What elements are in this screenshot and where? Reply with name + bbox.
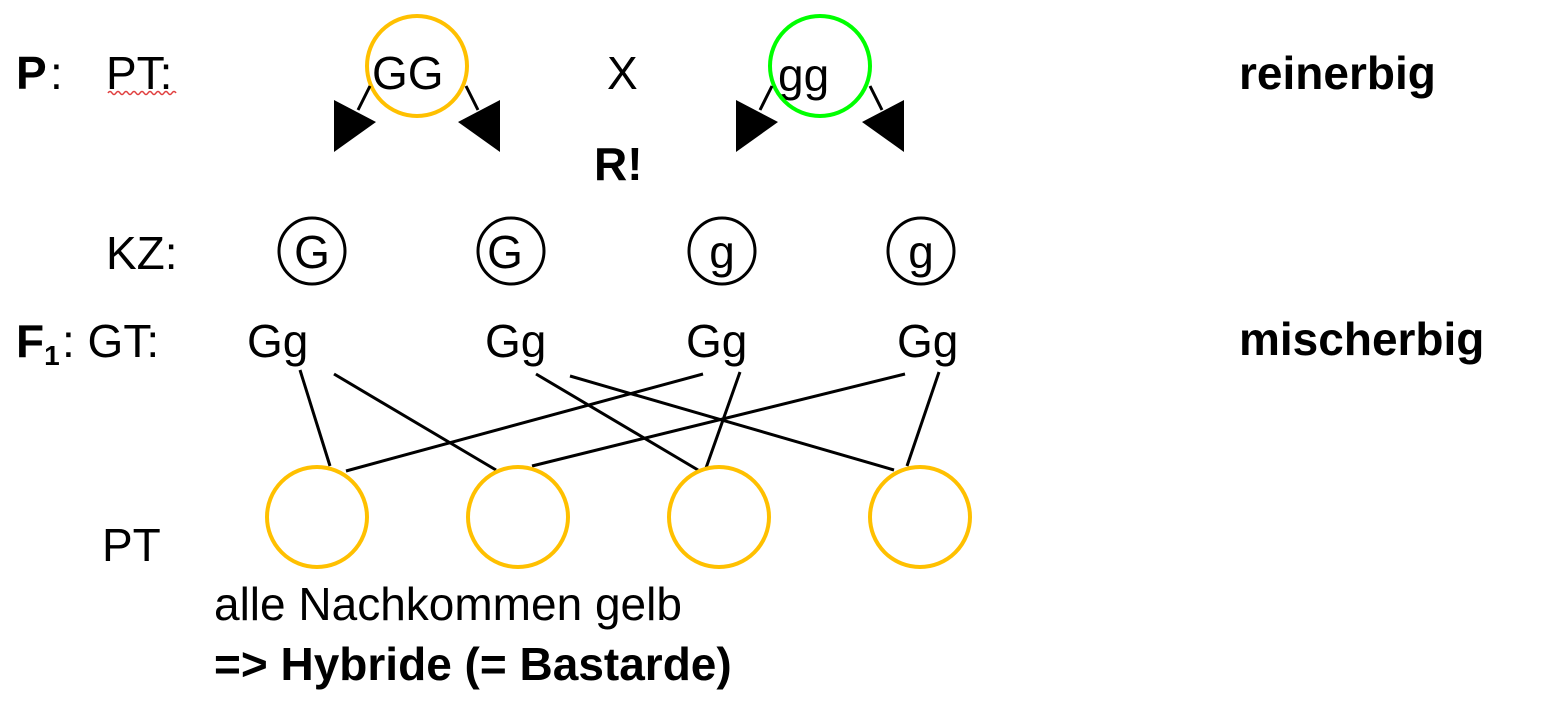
parent-left-arrowhead-left — [334, 100, 376, 152]
cross-line — [569, 374, 895, 472]
conclusion-line-1: alle Nachkommen gelb — [214, 578, 682, 630]
parent-right-arrowhead-left — [736, 100, 778, 152]
f1-gt-label: : GT: — [62, 315, 159, 367]
offspring-circle-4 — [868, 465, 972, 569]
parent-right-arrowhead-right — [862, 100, 904, 152]
pt-label: PT: — [106, 47, 172, 99]
gamete-1: G — [277, 216, 347, 286]
parent-left-arrowhead-right — [458, 100, 500, 152]
gamete-4-label: g — [908, 226, 934, 278]
cross-line — [905, 371, 941, 467]
parent-left-arrow-line-right — [464, 85, 480, 111]
gamete-4: g — [886, 216, 956, 286]
parent-left-genotype: GG — [372, 47, 444, 99]
f1-genotype-1: Gg — [247, 315, 308, 367]
annotation-mischerbig: mischerbig — [1239, 313, 1484, 365]
pt-bottom-label: PT — [102, 519, 161, 571]
cross-line — [333, 372, 497, 472]
cross-lines — [298, 369, 941, 473]
parent-left-arrow-line-left — [356, 85, 372, 111]
p-label: P — [16, 47, 47, 99]
cross-line — [345, 372, 704, 473]
f1-label: F1 : GT: — [16, 315, 159, 371]
cross-line — [531, 372, 906, 468]
cross-line — [298, 369, 332, 467]
note-r: R! — [594, 138, 643, 190]
gamete-3-label: g — [709, 226, 735, 278]
parent-left-circle — [365, 14, 469, 118]
p-colon: : — [50, 47, 63, 99]
gamete-3: g — [687, 216, 757, 286]
kz-label: KZ: — [106, 227, 178, 279]
offspring-circle-1 — [265, 465, 369, 569]
parent-right-circle — [768, 14, 872, 118]
f1-genotype-4: Gg — [897, 315, 958, 367]
f1-letter: F — [16, 315, 44, 367]
conclusion-line-2: => Hybride (= Bastarde) — [214, 638, 732, 690]
spellcheck-underline — [107, 90, 177, 96]
parent-right-arrow-line-left — [758, 85, 774, 111]
offspring-circle-3 — [667, 465, 771, 569]
gamete-2: G — [476, 216, 546, 286]
gamete-1-label: G — [294, 226, 330, 278]
cross-symbol: X — [607, 47, 638, 99]
gamete-2-label: G — [487, 226, 523, 278]
svg-text:F1: F1 — [16, 315, 60, 371]
annotation-reinerbig: reinerbig — [1239, 47, 1436, 99]
f1-subscript: 1 — [44, 340, 60, 371]
parent-right-arrow-line-right — [868, 85, 884, 111]
f1-genotype-2: Gg — [485, 315, 546, 367]
f1-genotype-3: Gg — [686, 315, 747, 367]
cross-line — [535, 372, 699, 472]
offspring-circle-2 — [466, 465, 570, 569]
parent-right-genotype: gg — [778, 49, 829, 101]
